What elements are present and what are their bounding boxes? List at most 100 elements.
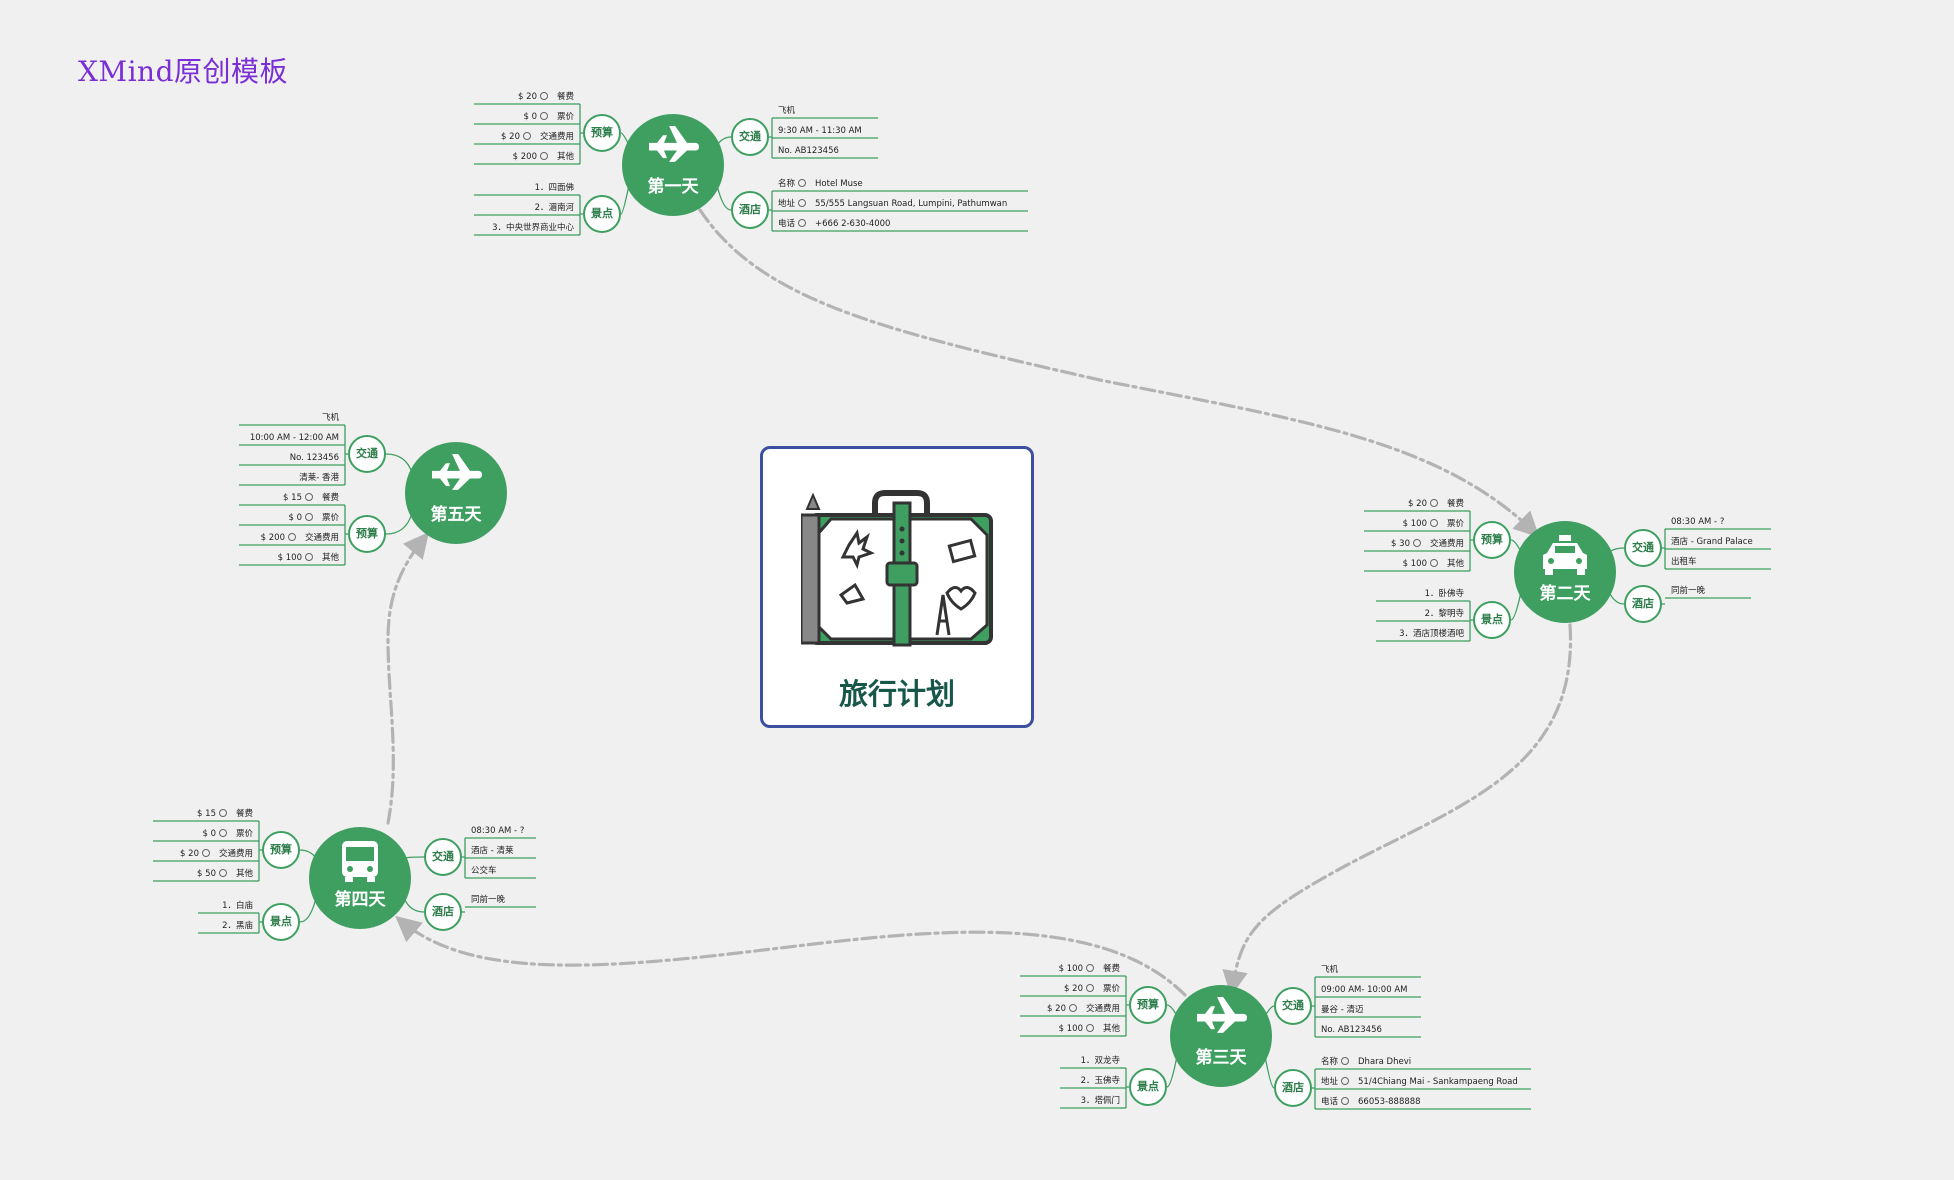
route-arrow-day1-day2	[698, 208, 1540, 538]
transport-node-item: 10:00 AM - 12:00 AM	[249, 433, 339, 443]
day-label: 第三天	[1195, 1048, 1247, 1068]
transport-node-item: No. 123456	[289, 453, 339, 463]
leaf-key: 地址	[778, 199, 796, 209]
clock-icon	[304, 512, 313, 521]
budget-item: $ 15 餐费	[153, 807, 253, 821]
clock-icon	[304, 552, 313, 561]
sights-node-item: 1．白庙	[222, 901, 253, 911]
hotel-node[interactable]: 酒店	[731, 191, 769, 229]
sights-node-item: 1．卧佛寺	[1424, 589, 1464, 599]
leaf-key: $ 20	[518, 92, 537, 102]
transport-node[interactable]: 交通	[1624, 529, 1662, 567]
hotel-node[interactable]: 酒店	[1624, 585, 1662, 623]
day-label: 第五天	[430, 505, 482, 525]
leaf-value: 票价	[321, 513, 339, 523]
clock-icon	[1429, 558, 1438, 567]
transport-node-item: 9:30 AM - 11:30 AM	[778, 126, 862, 136]
clock-icon	[1412, 538, 1421, 547]
leaf-value: 票价	[235, 829, 253, 839]
hotel-node[interactable]: 酒店	[1274, 1069, 1312, 1107]
leaf-key: 电话	[778, 219, 796, 229]
leaf-value: 其他	[321, 553, 339, 563]
transport-node-item: 出租车	[1671, 557, 1697, 567]
day-node-3[interactable]: 第三天	[1170, 985, 1272, 1087]
central-topic[interactable]: 旅行计划	[760, 446, 1034, 728]
sights-node[interactable]: 景点	[583, 195, 621, 233]
budget-node[interactable]: 预算	[262, 831, 300, 869]
clock-icon	[1068, 1003, 1077, 1012]
transport-node-item: 酒店 - Grand Palace	[1671, 537, 1753, 547]
leaf-value: 交通费用	[1085, 1004, 1120, 1014]
transport-node-item: 曼谷 - 清迈	[1321, 1005, 1364, 1015]
budget-node[interactable]: 预算	[1129, 986, 1167, 1024]
leaf-key: 电话	[1321, 1097, 1339, 1107]
route-arrow-day2-day3	[1222, 623, 1573, 997]
clock-icon	[1085, 1023, 1094, 1032]
leaf-key: 名称	[1321, 1057, 1339, 1067]
clock-icon	[304, 492, 313, 501]
hotel-detail: 名称 Dhara Dhevi	[1321, 1055, 1531, 1069]
leaf-value: 66053-888888	[1358, 1097, 1421, 1107]
day-node-1[interactable]: 第一天	[622, 114, 724, 216]
sights-node[interactable]: 景点	[1473, 601, 1511, 639]
sights-node[interactable]: 景点	[1129, 1068, 1167, 1106]
leaf-value: 交通费用	[304, 533, 339, 543]
leaf-value: 票价	[1102, 984, 1120, 994]
leaf-key: $ 15	[283, 493, 302, 503]
budget-node[interactable]: 预算	[1473, 521, 1511, 559]
leaf-value: 餐费	[556, 92, 574, 102]
leaf-key: $ 15	[197, 809, 216, 819]
day-node-2[interactable]: 第二天	[1514, 521, 1616, 623]
leaf-value: 餐费	[235, 809, 253, 819]
leaf-value: 其他	[235, 869, 253, 879]
leaf-key: $ 100	[1058, 964, 1083, 974]
leaf-value: 其他	[1102, 1024, 1120, 1034]
leaf-value: 票价	[556, 112, 574, 122]
central-topic-title: 旅行计划	[838, 677, 955, 711]
day-label: 第四天	[334, 890, 386, 910]
route-arrow-day3-day4	[395, 915, 1187, 997]
transport-node-item: 清莱- 香港	[299, 473, 339, 483]
budget-node[interactable]: 预算	[583, 114, 621, 152]
sights-node-item: 2．湄南河	[534, 203, 574, 213]
day-node-5[interactable]: 第五天	[405, 442, 507, 544]
hotel-node-item: 同前一晚	[471, 895, 506, 905]
clock-icon	[539, 91, 548, 100]
transport-node[interactable]: 交通	[1274, 987, 1312, 1025]
leaf-key: $ 30	[1391, 539, 1410, 549]
sights-node[interactable]: 景点	[262, 903, 300, 941]
budget-node[interactable]: 预算	[348, 515, 386, 553]
route-arrow-day4-day5	[386, 532, 430, 825]
transport-node-item: 飞机	[778, 106, 796, 116]
leaf-value: 交通费用	[218, 849, 253, 859]
sights-node-item: 1．四面佛	[534, 183, 574, 193]
hotel-node[interactable]: 酒店	[424, 893, 462, 931]
transport-node[interactable]: 交通	[424, 838, 462, 876]
leaf-key: 名称	[778, 179, 796, 189]
clock-icon	[522, 131, 531, 140]
leaf-key: $ 20	[180, 849, 199, 859]
sights-node-item: 3．中央世界商业中心	[492, 223, 574, 233]
leaf-value: 其他	[1446, 559, 1464, 569]
leaf-key: $ 20	[1408, 499, 1427, 509]
clock-icon	[1085, 983, 1094, 992]
day-node-4[interactable]: 第四天	[309, 827, 411, 929]
leaf-key: $ 0	[523, 112, 537, 122]
transport-node[interactable]: 交通	[731, 118, 769, 156]
clock-icon	[218, 808, 227, 817]
clock-icon	[798, 198, 807, 207]
sights-node-item: 3．酒店顶楼酒吧	[1399, 629, 1464, 639]
clock-icon	[1429, 518, 1438, 527]
transport-node[interactable]: 交通	[348, 435, 386, 473]
leaf-value: Dhara Dhevi	[1358, 1057, 1412, 1067]
clock-icon	[218, 868, 227, 877]
